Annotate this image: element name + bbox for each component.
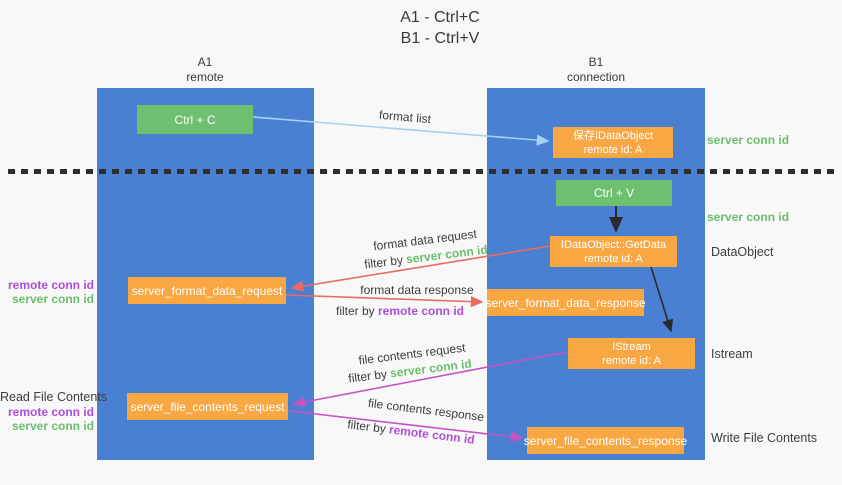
node-ctrl-c-label: Ctrl + C xyxy=(174,112,216,127)
label-format-list: format list xyxy=(378,108,431,126)
node-getdata-line1: IDataObject::GetData xyxy=(560,238,667,251)
annotation-server-conn-id-mid: server conn id xyxy=(707,210,790,224)
remote-conn-id-text: remote conn id xyxy=(388,422,476,447)
filter-by-prefix: filter by xyxy=(347,366,391,386)
label-file-contents-response-text: file contents response xyxy=(367,395,485,425)
node-istream: IStream remote id: A xyxy=(568,338,695,369)
lane-a1-subtitle: remote xyxy=(186,70,224,84)
diagram-title: A1 - Ctrl+C B1 - Ctrl+V xyxy=(340,7,540,49)
filter-by-prefix: filter by xyxy=(335,304,378,318)
node-istream-line2: remote id: A xyxy=(602,354,661,367)
label-filter-by-remote-conn-id-1: filter by remote conn id xyxy=(336,304,464,318)
node-getdata-line2: remote id: A xyxy=(584,252,643,265)
lane-b1-name: B1 xyxy=(588,55,604,69)
lane-b1-subtitle: connection xyxy=(566,70,626,84)
annotation-server-conn-id-left-top: server conn id xyxy=(11,292,94,306)
node-save-line2: remote id: A xyxy=(583,143,643,156)
label-format-data-response-text: format data response xyxy=(360,283,474,297)
node-file-resp-label: server_file_contents_response xyxy=(523,433,688,448)
title-line-1: A1 - Ctrl+C xyxy=(400,9,480,26)
node-fmt-resp-label: server_format_data_response xyxy=(485,295,646,310)
dotted-divider xyxy=(8,169,836,174)
annotation-server-conn-id-left-bottom: server conn id xyxy=(11,419,94,433)
label-file-contents-response: file contents response xyxy=(367,396,485,424)
label-filter-by-remote-conn-id-2: filter by remote conn id xyxy=(347,417,476,446)
lane-header-b1: B1 connection xyxy=(536,55,656,85)
lane-header-a1: A1 remote xyxy=(145,55,265,85)
annotation-remote-conn-id-bottom: remote conn id xyxy=(7,405,94,419)
filter-by-prefix: filter by xyxy=(363,252,407,272)
node-server-file-contents-response: server_file_contents_response xyxy=(523,427,688,454)
filter-by-prefix: filter by xyxy=(346,417,391,437)
node-ctrl-v-label: Ctrl + V xyxy=(593,186,635,200)
annotation-remote-conn-id-top: remote conn id xyxy=(7,278,94,292)
node-ctrl-v: Ctrl + V xyxy=(556,180,672,206)
remote-conn-id-text: remote conn id xyxy=(378,304,465,318)
annotation-write-file-contents: Write File Contents xyxy=(711,431,818,445)
node-file-req-label: server_file_contents_request xyxy=(130,399,285,414)
annotation-read-file-contents: Read File Contents xyxy=(0,390,108,404)
node-save-line1: 保存IDataObject xyxy=(572,129,654,142)
annotation-dataobject: DataObject xyxy=(711,245,774,259)
label-format-list-text: format list xyxy=(378,107,432,127)
label-format-data-response: format data response xyxy=(360,283,473,297)
node-server-file-contents-request: server_file_contents_request xyxy=(127,393,288,420)
annotation-server-conn-id-top: server conn id xyxy=(707,133,790,147)
node-istream-line1: IStream xyxy=(612,340,651,353)
node-ctrl-c: Ctrl + C xyxy=(137,105,253,134)
annotation-istream: Istream xyxy=(711,347,753,361)
node-server-format-data-response: server_format_data_response xyxy=(485,289,646,316)
node-server-format-data-request: server_format_data_request xyxy=(128,277,286,304)
lane-a1-name: A1 xyxy=(197,55,213,69)
node-fmt-req-label: server_format_data_request xyxy=(131,283,283,298)
node-idataobject-getdata: IDataObject::GetData remote id: A xyxy=(550,236,677,267)
node-save-idataobject: 保存IDataObject remote id: A xyxy=(553,127,673,158)
title-line-2: B1 - Ctrl+V xyxy=(400,30,480,47)
